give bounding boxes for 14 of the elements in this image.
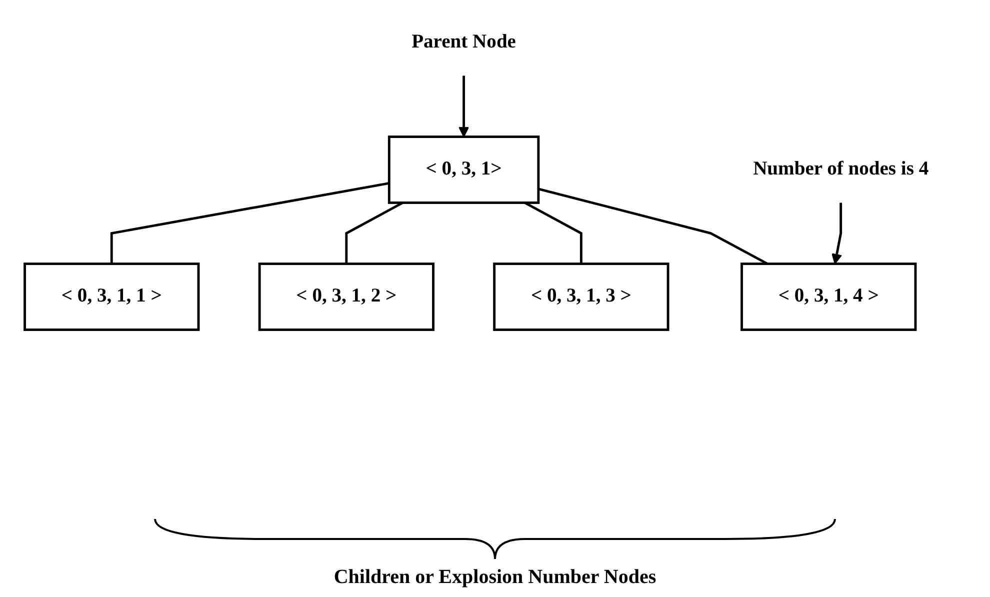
callout-text: Parent Node bbox=[412, 32, 516, 53]
tree-node-box: < 0, 3, 1, 2 > bbox=[258, 262, 434, 331]
tree-node-box: < 0, 3, 1> bbox=[388, 136, 540, 204]
connector bbox=[345, 202, 404, 264]
connector bbox=[538, 188, 768, 265]
callout-text: Number of nodes is 4 bbox=[753, 158, 929, 180]
connector bbox=[110, 182, 390, 264]
arrow bbox=[458, 76, 470, 138]
connector bbox=[524, 202, 582, 264]
group-caption: Children or Explosion Number Nodes bbox=[332, 566, 658, 589]
arrow bbox=[832, 202, 842, 264]
tree-node-box: < 0, 3, 1, 3 > bbox=[493, 262, 670, 331]
tree-node-box: < 0, 3, 1, 1 > bbox=[24, 262, 200, 331]
tree-node-box: < 0, 3, 1, 4 > bbox=[740, 262, 917, 331]
